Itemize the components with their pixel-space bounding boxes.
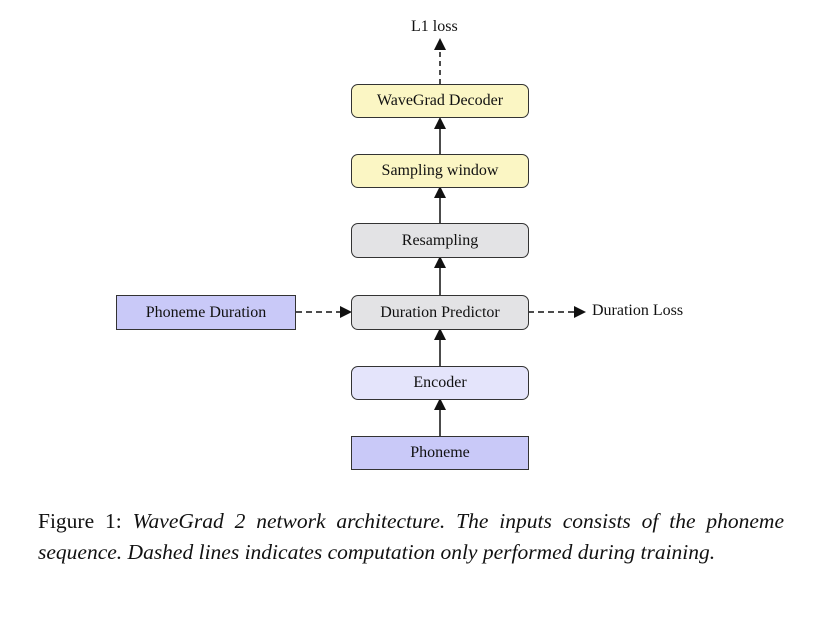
encoder-node: Encoder <box>351 366 529 400</box>
caption-body: WaveGrad 2 network architecture. The inp… <box>38 509 784 564</box>
phoneme-node: Phoneme <box>351 436 529 470</box>
caption-lead: Figure 1: <box>38 509 122 533</box>
resampling-node: Resampling <box>351 223 529 258</box>
wavegrad-decoder-node: WaveGrad Decoder <box>351 84 529 118</box>
l1-loss-label: L1 loss <box>411 18 458 35</box>
figure-caption: Figure 1: WaveGrad 2 network architectur… <box>38 506 784 568</box>
phoneme-duration-node: Phoneme Duration <box>116 295 296 330</box>
duration-loss-label: Duration Loss <box>592 302 684 319</box>
duration-predictor-node: Duration Predictor <box>351 295 529 330</box>
sampling-window-node: Sampling window <box>351 154 529 188</box>
